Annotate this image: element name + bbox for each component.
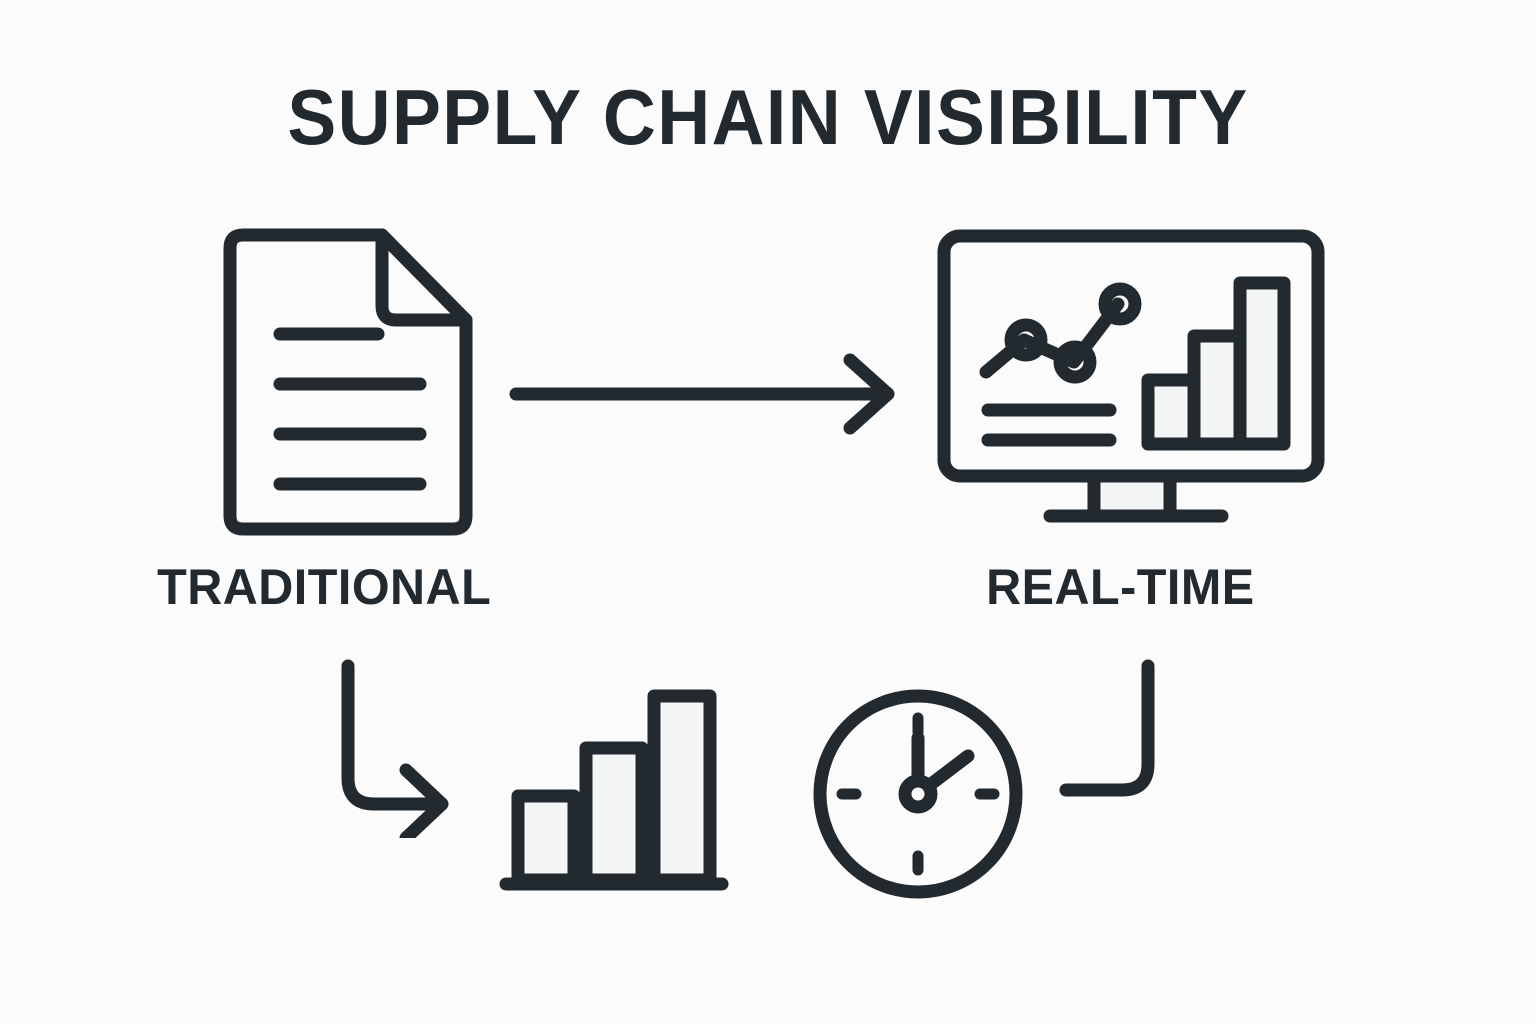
elbow-connector-down-left-icon bbox=[1059, 659, 1155, 797]
clock-icon bbox=[813, 689, 1023, 899]
bar-chart-icon bbox=[499, 689, 729, 891]
bar-2 bbox=[579, 741, 649, 887]
right-arrow-icon bbox=[509, 353, 895, 435]
monitor-line-chart bbox=[979, 282, 1142, 384]
bar-3 bbox=[647, 689, 717, 887]
clock-center-pin bbox=[898, 774, 938, 814]
clock-face bbox=[813, 689, 1023, 899]
document-icon bbox=[223, 228, 473, 536]
page-title: SUPPLY CHAIN VISIBILITY bbox=[287, 73, 1249, 161]
stage-label-realtime: REAL-TIME bbox=[986, 559, 1255, 615]
stage-label-traditional: TRADITIONAL bbox=[157, 559, 492, 615]
monitor-dashboard-icon bbox=[937, 229, 1325, 523]
monitor-bar-chart bbox=[1141, 276, 1291, 451]
elbow-arrow-down-right-icon bbox=[341, 659, 449, 838]
bar-1 bbox=[511, 789, 581, 887]
